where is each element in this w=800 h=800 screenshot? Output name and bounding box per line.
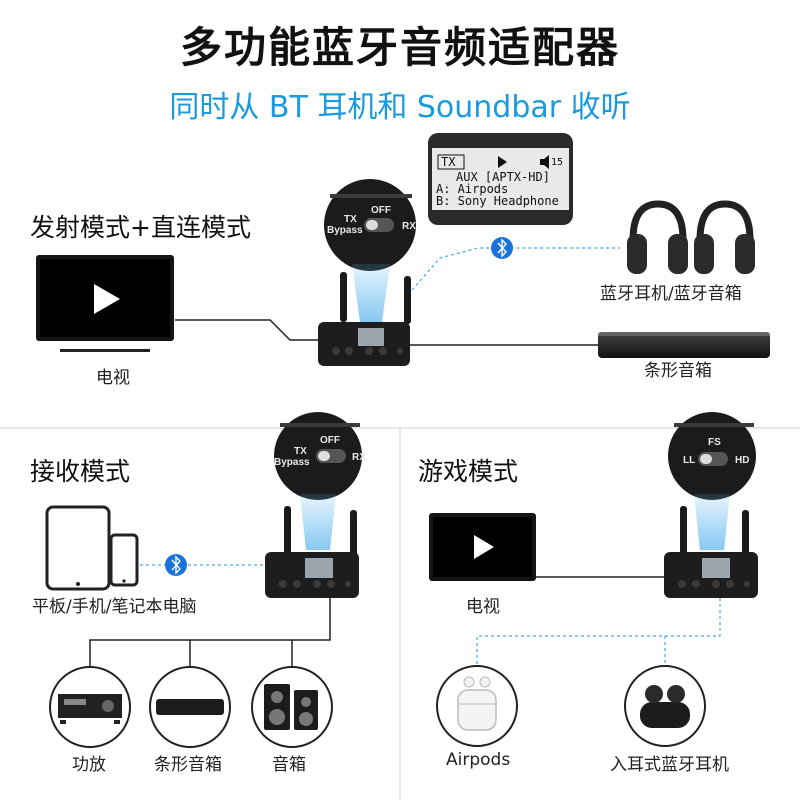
bluetooth-icon-top bbox=[491, 237, 513, 259]
lcd-line-source: AUX [APTX-HD] bbox=[456, 170, 550, 184]
switch-receive-rx: RX bbox=[352, 452, 366, 463]
page-title: 多功能蓝牙音频适配器 bbox=[179, 23, 620, 72]
label-amplifier: 功放 bbox=[72, 755, 106, 775]
section-title-game: 游戏模式 bbox=[418, 457, 519, 486]
lcd-line-b: B: Sony Headphone bbox=[436, 194, 559, 208]
switch-receive-off: OFF bbox=[320, 435, 340, 446]
airpods-icon bbox=[436, 665, 518, 747]
tablet-phone-icon bbox=[45, 505, 139, 591]
label-airpods: Airpods bbox=[446, 750, 511, 770]
switch-game-fs: FS bbox=[708, 437, 721, 448]
section-title-receive: 接收模式 bbox=[30, 457, 131, 486]
switch-highlight-beam-game bbox=[694, 494, 730, 550]
switch-top-tx: TX bbox=[344, 214, 357, 225]
adapter-device-receive bbox=[265, 506, 359, 598]
switch-receive-bypass: Bypass bbox=[274, 457, 310, 468]
switch-highlight-beam bbox=[352, 264, 390, 322]
switch-top-off: OFF bbox=[371, 205, 391, 216]
bluetooth-icon-receive bbox=[165, 554, 187, 576]
speaker-volume-icon bbox=[540, 155, 549, 169]
switch-receive-tx: TX bbox=[294, 446, 307, 457]
mode-switch-callout-receive bbox=[274, 412, 362, 500]
mode-switch-callout-top bbox=[324, 179, 416, 271]
label-devices: 平板/手机/笔记本电脑 bbox=[32, 597, 197, 617]
switch-top-rx: RX bbox=[402, 221, 416, 232]
page-subtitle: 同时从 BT 耳机和 Soundbar 收听 bbox=[169, 90, 631, 125]
label-soundbar-bottom: 条形音箱 bbox=[154, 755, 222, 775]
bt-link-top bbox=[411, 247, 620, 291]
tv-top-icon bbox=[36, 255, 174, 352]
soundbar-bottom-icon bbox=[149, 666, 231, 748]
soundbar-top-icon bbox=[598, 332, 770, 358]
cable-to-amplifier bbox=[89, 598, 331, 672]
lcd-callout bbox=[428, 133, 573, 225]
tv-game-icon bbox=[429, 513, 536, 581]
switch-game-hd: HD bbox=[735, 455, 750, 466]
adapter-device-game bbox=[664, 506, 758, 598]
lcd-line-a: A: Airpods bbox=[436, 182, 509, 196]
label-soundbar-top: 条形音箱 bbox=[644, 361, 712, 381]
label-tv-top: 电视 bbox=[96, 368, 130, 388]
earbuds-icon bbox=[624, 665, 706, 747]
speaker-icon bbox=[251, 666, 333, 748]
play-icon bbox=[498, 156, 507, 168]
section-title-transmit: 发射模式+直连模式 bbox=[30, 213, 251, 242]
label-speaker: 音箱 bbox=[272, 755, 306, 775]
label-headphones: 蓝牙耳机/蓝牙音箱 bbox=[600, 284, 742, 304]
bt-link-airpods bbox=[476, 598, 721, 668]
switch-top-bypass: Bypass bbox=[327, 225, 363, 236]
label-tv-game: 电视 bbox=[466, 597, 500, 617]
mode-switch-callout-game bbox=[668, 412, 756, 500]
switch-highlight-beam-receive bbox=[300, 494, 336, 550]
lcd-volume: 15 bbox=[551, 157, 564, 168]
amplifier-icon bbox=[49, 666, 131, 748]
label-earbuds: 入耳式蓝牙耳机 bbox=[610, 755, 729, 775]
headphones-icon bbox=[627, 200, 755, 274]
lcd-mode: TX bbox=[441, 155, 456, 169]
cable-tv-to-adapter bbox=[175, 319, 318, 341]
adapter-device-top bbox=[318, 272, 411, 366]
switch-game-ll: LL bbox=[683, 455, 696, 466]
